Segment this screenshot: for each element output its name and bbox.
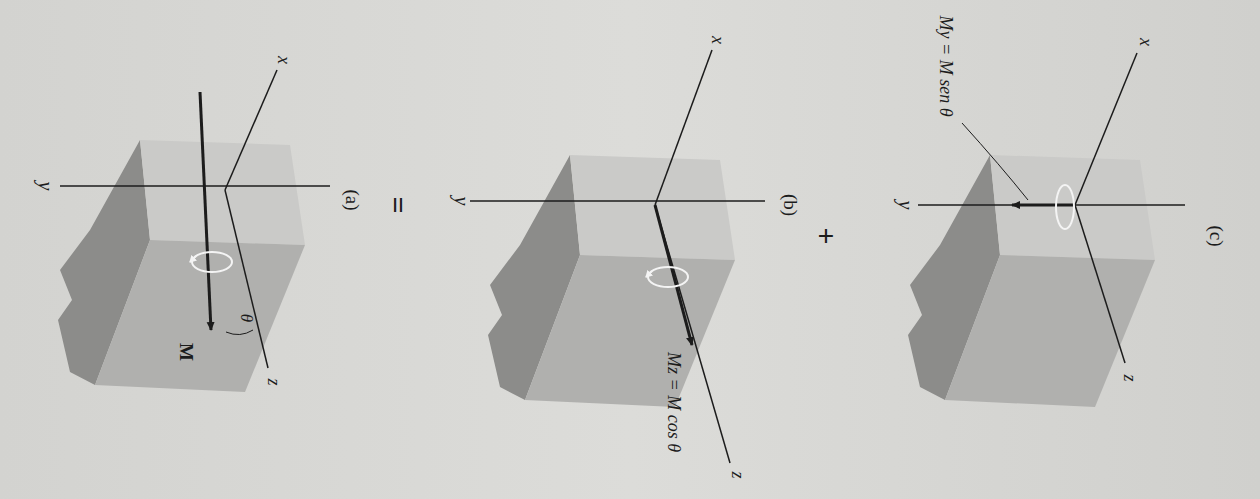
angle-label: θ — [238, 314, 255, 322]
beam-b — [470, 50, 765, 463]
axis-label: y — [896, 201, 916, 210]
panel-label: (b) — [781, 194, 800, 216]
beam-a — [58, 70, 330, 392]
axis-label: y — [36, 182, 56, 191]
axis-label: x — [275, 56, 293, 64]
operator-symbol: = — [383, 196, 413, 213]
axis-label: y — [452, 197, 472, 206]
component-label: My = M sen θ — [937, 16, 955, 117]
axis-label: z — [265, 378, 283, 385]
component-label: Mz = M cos θ — [665, 352, 683, 452]
axis-label: x — [1137, 38, 1155, 46]
panel-label: (a) — [343, 189, 362, 210]
axis-label: z — [729, 471, 747, 478]
axis-label: z — [1121, 374, 1139, 381]
moment-label: M — [177, 343, 196, 361]
axis-label: x — [709, 36, 727, 44]
operator-symbol: + — [811, 227, 841, 244]
panel-label: (c) — [1207, 225, 1226, 246]
